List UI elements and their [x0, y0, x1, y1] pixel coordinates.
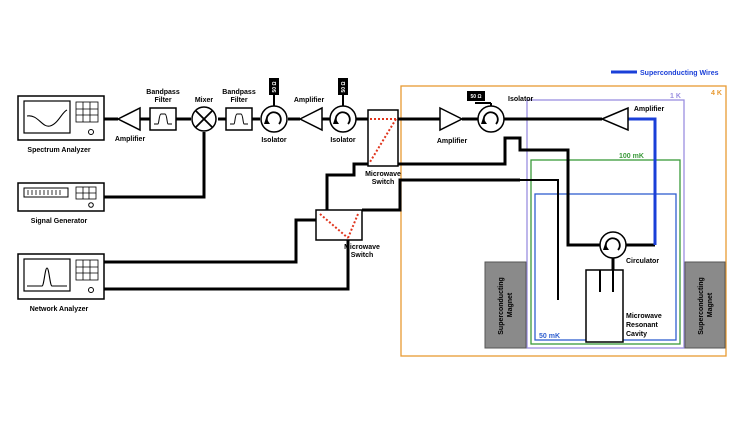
magnet-right: Superconducting Magnet [684, 261, 726, 349]
stage-1k-box [526, 99, 685, 349]
svg-text:Amplifier: Amplifier [437, 138, 468, 145]
termination-label-3: 50 Ω [471, 94, 482, 100]
svg-text:Circulator: Circulator [626, 258, 659, 265]
svg-text:Microwave: Microwave [344, 244, 380, 251]
svg-text:Isolator: Isolator [330, 137, 356, 144]
legend-label: Superconducting Wires [640, 70, 719, 77]
stage-100mk-label: 100 mK [619, 153, 644, 160]
isolator-4k: 50 Ω Isolator [467, 91, 534, 133]
microwave-resonant-cavity: Microwave Resonant Cavity [585, 269, 662, 343]
svg-text:Amplifier: Amplifier [634, 106, 665, 113]
stage-50mk-label: 50 mK [539, 333, 560, 340]
svg-text:Isolator: Isolator [508, 96, 534, 103]
circulator: Circulator [599, 231, 659, 265]
svg-text:Cavity: Cavity [626, 331, 647, 338]
amplifier-4k: Amplifier [437, 106, 468, 145]
signal-generator-label: Signal Generator [31, 218, 88, 225]
svg-text:Switch: Switch [351, 252, 374, 259]
isolator-1: 50 Ω Isolator [260, 78, 288, 144]
termination-label-2: 50 Ω [341, 82, 347, 93]
svg-text:Filter: Filter [230, 97, 247, 104]
superconducting-wire [628, 117, 657, 245]
microwave-switch-1: Microwave Switch [365, 109, 401, 186]
signal-generator: Signal Generator [17, 182, 105, 225]
network-analyzer: Network Analyzer [17, 253, 105, 313]
svg-text:Microwave: Microwave [626, 313, 662, 320]
svg-text:Bandpass: Bandpass [146, 89, 180, 96]
microwave-switch-2: Microwave Switch [315, 209, 380, 259]
magnet-left: Superconducting Magnet [484, 261, 527, 349]
svg-text:Switch: Switch [372, 179, 395, 186]
stage-100mk-box [530, 159, 681, 345]
amplifier-left: Amplifier [115, 106, 146, 143]
spectrum-analyzer-label: Spectrum Analyzer [27, 147, 90, 154]
svg-text:Resonant: Resonant [626, 322, 659, 329]
legend: Superconducting Wires [611, 70, 719, 77]
svg-text:Amplifier: Amplifier [294, 97, 325, 104]
wiring [103, 117, 655, 300]
network-analyzer-label: Network Analyzer [30, 306, 89, 313]
spectrum-analyzer: Spectrum Analyzer [17, 95, 105, 154]
bandpass-filter-2: Bandpass Filter [222, 89, 256, 131]
amplifier-1k: Amplifier [600, 106, 665, 132]
svg-text:Amplifier: Amplifier [115, 136, 146, 143]
svg-text:Isolator: Isolator [261, 137, 287, 144]
bandpass-filter-1: Bandpass Filter [146, 89, 180, 131]
svg-text:Microwave: Microwave [365, 171, 401, 178]
stage-1k-label: 1 K [670, 93, 681, 100]
svg-text:Mixer: Mixer [195, 97, 214, 104]
mixer: Mixer [191, 97, 217, 132]
amplifier-mid: Amplifier [294, 97, 325, 132]
stage-4k-box [400, 85, 727, 357]
stage-4k-label: 4 K [711, 90, 722, 97]
termination-label-1: 50 Ω [272, 82, 278, 93]
isolator-2: 50 Ω Isolator [329, 78, 357, 144]
svg-text:Bandpass: Bandpass [222, 89, 256, 96]
svg-text:Filter: Filter [154, 97, 171, 104]
svg-text:Superconducting Magnet: Superconducting Magnet [698, 275, 714, 335]
svg-text:Superconducting Magnet: Superconducting Magnet [498, 275, 514, 335]
